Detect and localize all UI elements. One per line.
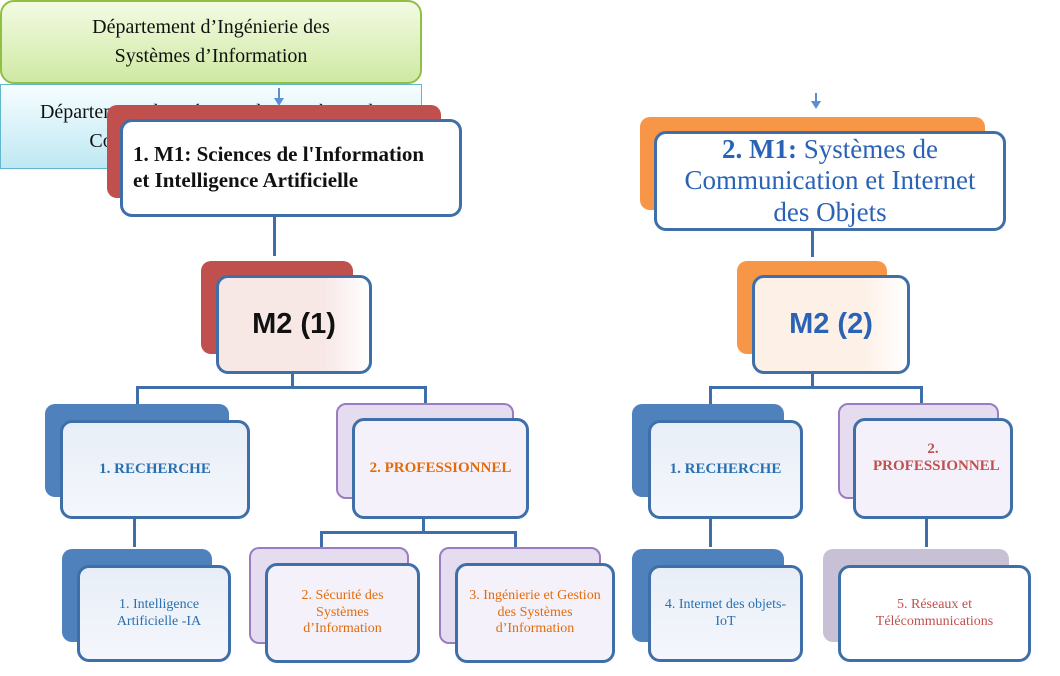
m1-left-label: 1. M1: Sciences de l'Information et Inte…: [133, 142, 433, 193]
m2-right-label: M2 (2): [789, 308, 873, 340]
leaf-4-box: 4. Internet des objets- IoT: [648, 565, 803, 662]
m2-right-box: M2 (2): [752, 275, 910, 374]
connector-to-pro-left: [424, 386, 427, 404]
connector-to-research-right: [709, 386, 712, 406]
m1-left-box: 1. M1: Sciences de l'Information et Inte…: [120, 119, 462, 217]
connector-m1-m2-right: [811, 231, 814, 257]
pro-left-label: 2. PROFESSIONNEL: [369, 460, 512, 476]
research-left-box: 1. RECHERCHE: [60, 420, 250, 519]
leaf-3-label: 3. Ingénierie et Gestion des Systèmes d’…: [469, 587, 601, 637]
leaf-2-label: 2. Sécurité des Systèmes d’Information: [301, 587, 384, 637]
connector-m1-m2-left: [273, 217, 276, 256]
connector-arrow-stem-right: [815, 93, 817, 103]
connector-m2-left-bar: [136, 386, 426, 389]
pro-right-label: 2. PROFESSIONNEL: [873, 440, 1000, 474]
leaf-5-box: 5. Réseaux et Télécommunications: [838, 565, 1031, 662]
connector-m2-left-stem: [291, 374, 294, 388]
m2-left-box: M2 (1): [216, 275, 372, 374]
connector-research-leaf-right: [709, 519, 712, 547]
research-left-label: 1. RECHERCHE: [99, 461, 211, 477]
connector-m2-right-stem: [811, 374, 814, 388]
m1-right-title: Systèmes de Communication et Internet de…: [684, 134, 976, 227]
dept-info-systems-box: Département d’Ingénierie des Systèmes d’…: [0, 0, 422, 84]
connector-pro-leaf-right: [925, 519, 928, 547]
m1-right-box: 2. M1: Systèmes de Communication et Inte…: [654, 131, 1006, 231]
down-arrow-icon: [274, 98, 284, 106]
connector-research-leaf-left: [133, 519, 136, 547]
connector-to-leaf-3: [514, 531, 517, 548]
pro-left-box: 2. PROFESSIONNEL: [352, 418, 529, 519]
pro-right-box: 2. PROFESSIONNEL: [853, 418, 1013, 519]
leaf-1-box: 1. Intelligence Artificielle -IA: [77, 565, 231, 662]
m1-right-label: 2. M1: Systèmes de Communication et Inte…: [680, 134, 980, 227]
connector-to-research-left: [136, 386, 139, 408]
connector-arrow-stem: [278, 88, 280, 100]
research-right-label: 1. RECHERCHE: [669, 461, 782, 477]
m1-left-prefix: 1. M1: [133, 142, 185, 167]
connector-to-pro-right: [920, 386, 923, 404]
dept-info-systems-label: Département d’Ingénierie des Systèmes d’…: [92, 16, 330, 67]
m1-right-prefix: 2. M1:: [722, 134, 797, 165]
research-right-box: 1. RECHERCHE: [648, 420, 803, 519]
leaf-2-box: 2. Sécurité des Systèmes d’Information: [265, 563, 420, 663]
m2-left-label: M2 (1): [252, 308, 336, 340]
down-arrow-icon: [811, 101, 821, 109]
connector-to-leaf-2: [320, 531, 323, 548]
connector-pro-left-bar: [320, 531, 516, 534]
leaf-4-label: 4. Internet des objets- IoT: [664, 596, 787, 629]
m1-left-title: : Sciences de l'Information et Intellige…: [133, 142, 425, 192]
connector-pro-left-stem: [422, 519, 425, 533]
leaf-5-label: 5. Réseaux et Télécommunications: [875, 596, 994, 629]
connector-m2-right-bar: [709, 386, 923, 389]
leaf-3-box: 3. Ingénierie et Gestion des Systèmes d’…: [455, 563, 615, 663]
leaf-1-label: 1. Intelligence Artificielle -IA: [116, 596, 202, 629]
